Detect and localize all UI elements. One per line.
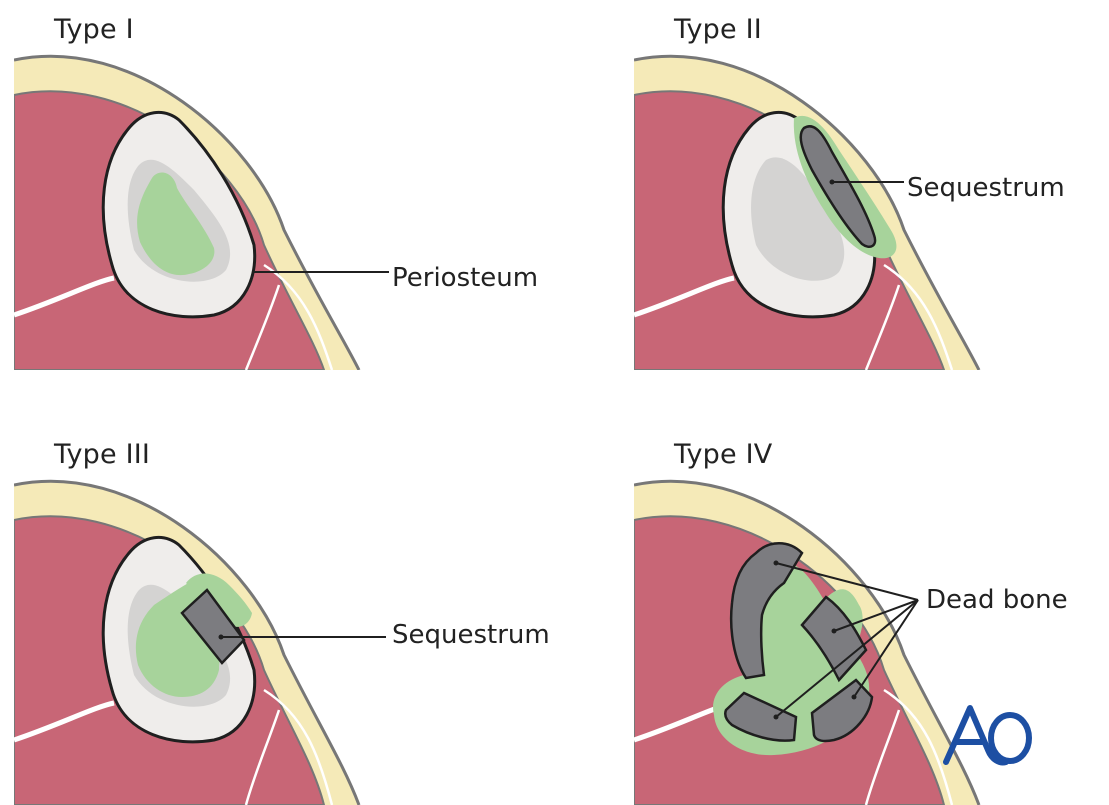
ao-logo [940, 700, 1035, 770]
sequestrum-label: Sequestrum [907, 173, 1065, 203]
panel-type-3: Type III Sequestrum [14, 435, 554, 805]
panel-type-4: Type IV Dead bone [634, 435, 1109, 805]
type-4-illustration [634, 435, 1109, 805]
panel-title: Type I [54, 14, 134, 45]
panel-title: Type III [54, 439, 150, 470]
periosteum-label: Periosteum [392, 263, 538, 293]
panel-type-1: Type I Periosteum [14, 10, 554, 380]
panel-type-2: Type II Sequestrum [634, 10, 1109, 380]
panel-title: Type IV [674, 439, 772, 470]
dead-bone-label: Dead bone [926, 585, 1068, 615]
type-1-illustration [14, 10, 554, 380]
panel-title: Type II [674, 14, 762, 45]
sequestrum-label: Sequestrum [392, 620, 550, 650]
